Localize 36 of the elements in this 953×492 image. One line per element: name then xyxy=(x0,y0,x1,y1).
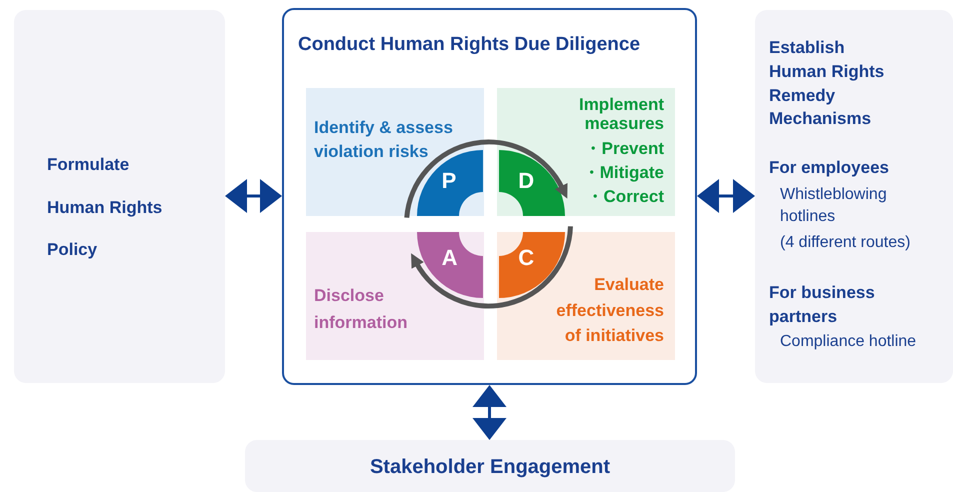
panel-box xyxy=(245,440,735,492)
step-panel xyxy=(306,232,484,360)
double-arrow xyxy=(697,179,755,213)
section-heading: For employees xyxy=(769,157,890,179)
segment-letter: D xyxy=(518,170,534,192)
panel-box xyxy=(755,10,953,383)
panel-box xyxy=(282,8,697,385)
step-text: Implement measures xyxy=(578,96,664,134)
step-text: ・Prevent xyxy=(584,138,664,160)
step-panel xyxy=(497,88,675,216)
item-text: (4 different routes) xyxy=(780,233,912,253)
segment-letter: A xyxy=(442,246,458,269)
double-arrow xyxy=(225,179,282,213)
cycle-arrow xyxy=(404,140,568,218)
panel-box xyxy=(14,10,225,383)
section-heading: For business partners xyxy=(769,282,876,328)
item-text: Whistleblowing hotlines xyxy=(780,185,888,227)
step-text: Identify & assess violation risks xyxy=(314,117,454,163)
segment-letter: C xyxy=(518,246,534,269)
step-panel xyxy=(306,88,484,216)
step-text: Establish Human Rights Remedy Mechanisms xyxy=(769,37,886,130)
pdca-segment xyxy=(416,232,482,298)
step-text: Stakeholder Engagement xyxy=(368,455,612,479)
step-panel xyxy=(497,232,675,360)
pdca-segment xyxy=(498,232,564,298)
panel-heading: Conduct Human Rights Due Diligence xyxy=(298,34,642,57)
step-text: ・Mitigate xyxy=(582,162,664,184)
step-text: Formulate Human Rights Policy xyxy=(47,154,164,261)
double-arrow xyxy=(472,385,506,440)
pdca-segment xyxy=(498,150,564,216)
item-text: Compliance hotline xyxy=(780,332,918,352)
cycle-arrow xyxy=(410,226,573,308)
step-text: Evaluate effectiveness of initiatives xyxy=(555,274,664,347)
segment-letter: P xyxy=(442,170,456,192)
step-text: Disclose information xyxy=(314,285,408,334)
step-text: ・Correct xyxy=(586,186,664,208)
